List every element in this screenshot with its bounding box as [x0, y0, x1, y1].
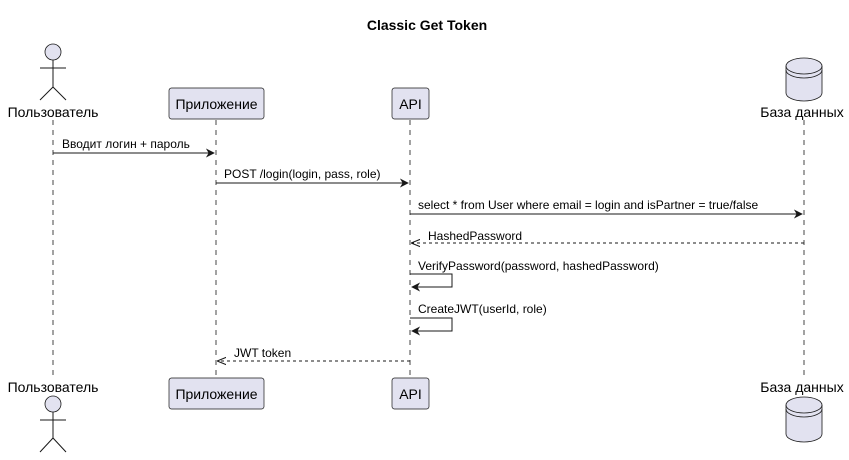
participant-api-label-bottom: API: [399, 386, 422, 402]
participant-app-label-top: Приложение: [175, 96, 257, 112]
message-label-4: HashedPassword: [428, 229, 522, 243]
participant-app-top: Приложение: [168, 87, 265, 120]
message-label-7: JWT token: [234, 346, 291, 360]
participant-app-bottom: Приложение: [168, 377, 265, 410]
diagram-title: Classic Get Token: [367, 17, 487, 33]
message-label-3: select * from User where email = login a…: [418, 198, 758, 212]
database-icon-top: [785, 57, 823, 102]
message-label-6: CreateJWT(userId, role): [418, 302, 547, 316]
participant-user-label-bottom: Пользователь: [8, 379, 99, 395]
participant-db-label-top: База данных: [760, 104, 843, 120]
participant-api-top: API: [391, 87, 430, 120]
message-label-1: Вводит логин + пароль: [62, 137, 190, 151]
participant-api-label-top: API: [399, 96, 422, 112]
participant-user-label-top: Пользователь: [8, 104, 99, 120]
message-arrow-6: [410, 317, 453, 336]
participant-api-bottom: API: [391, 377, 430, 410]
database-icon-bottom: [785, 396, 823, 443]
message-arrow-5: [410, 273, 453, 292]
participant-db-label-bottom: База данных: [760, 379, 843, 395]
actor-user-top: [39, 43, 67, 101]
message-label-5: VerifyPassword(password, hashedPassword): [418, 259, 659, 273]
actor-user-bottom: [39, 395, 67, 453]
participant-app-label-bottom: Приложение: [175, 386, 257, 402]
message-label-2: POST /login(login, pass, role): [224, 167, 381, 181]
